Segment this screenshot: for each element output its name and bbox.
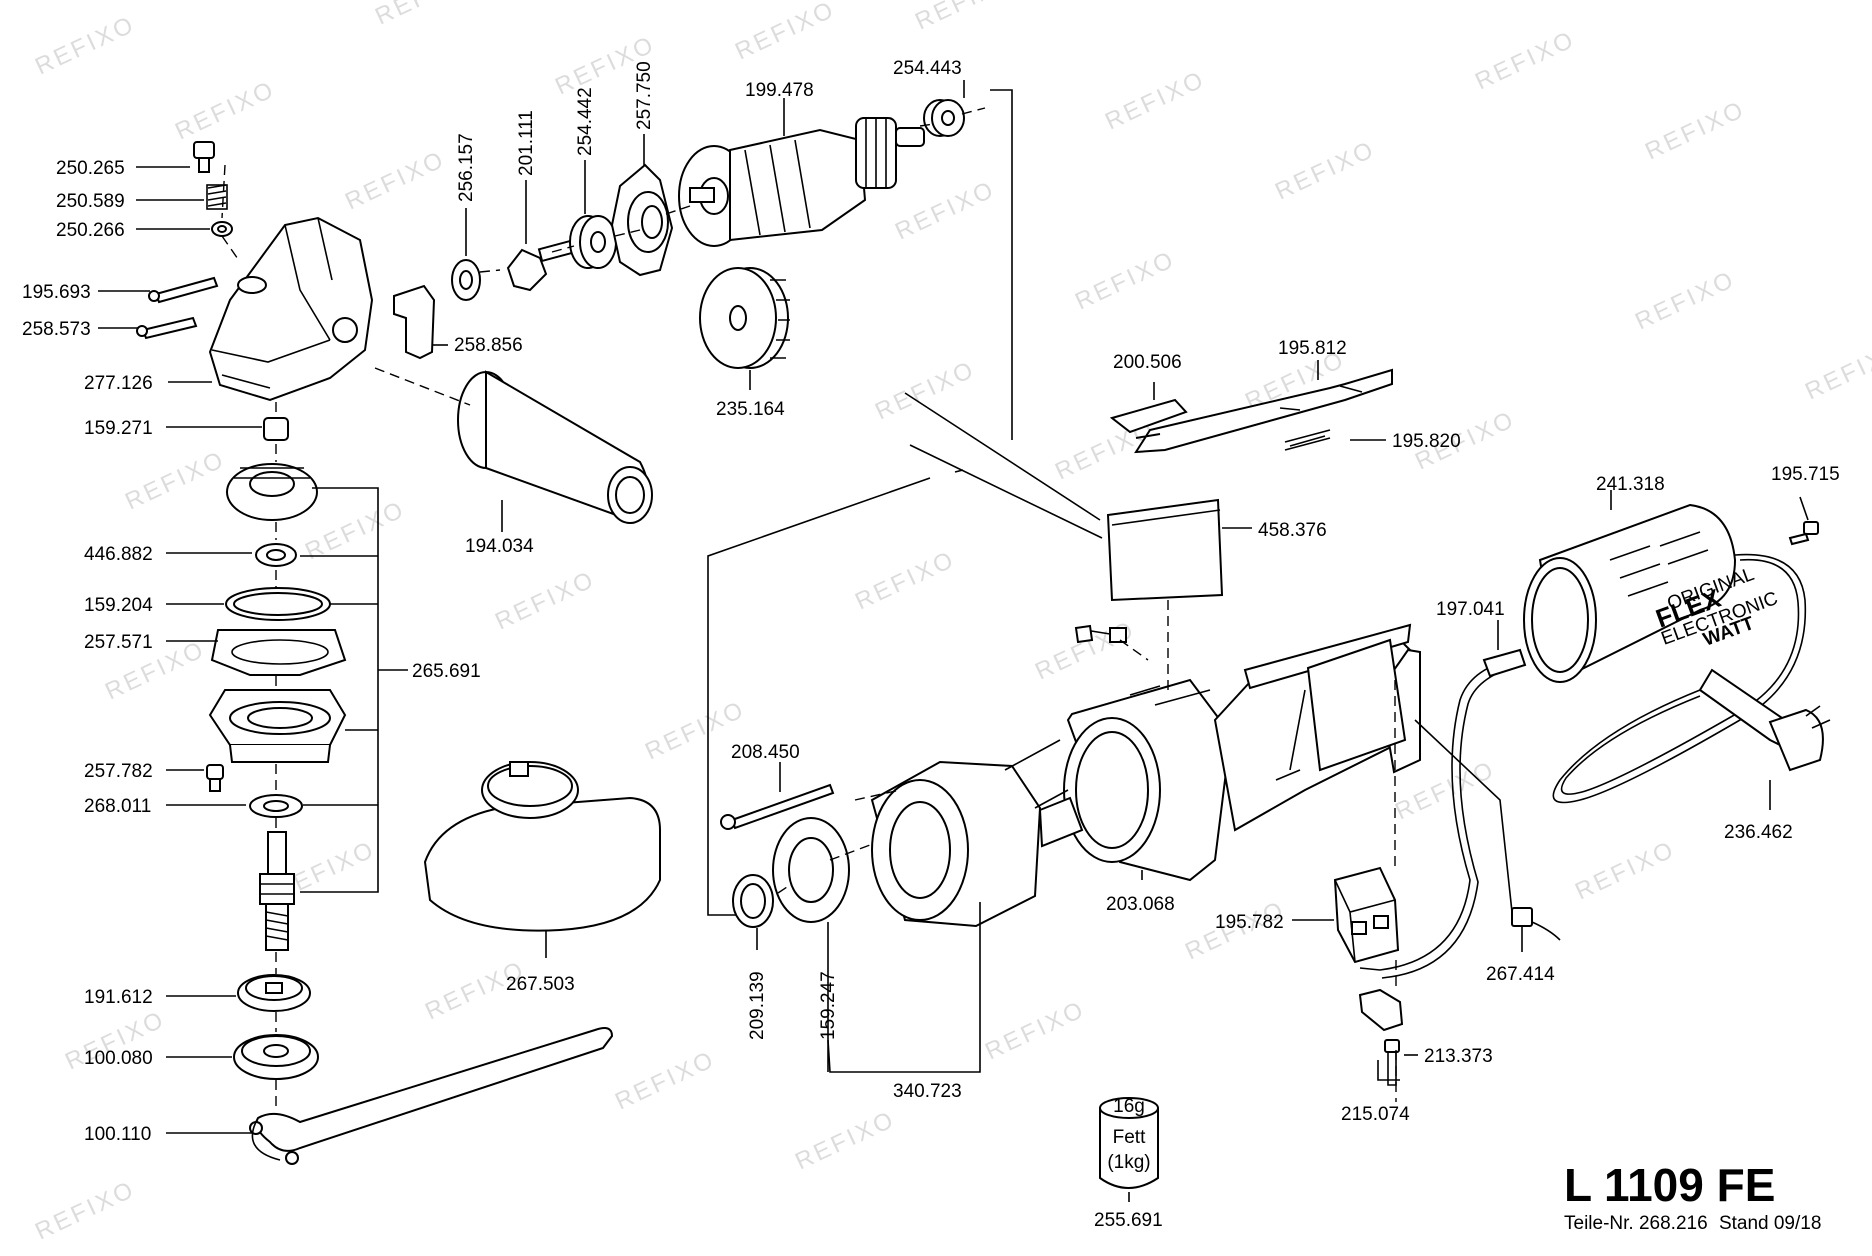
watermark: REFIXO	[891, 176, 1000, 246]
watermark: REFIXO	[871, 356, 980, 426]
watermark: REFIXO	[981, 996, 1090, 1066]
part-label: 201.111	[516, 110, 537, 176]
watermark: REFIXO	[371, 0, 480, 30]
part-label: 267.414	[1486, 964, 1555, 985]
part-label: 200.506	[1113, 352, 1182, 373]
watermark: REFIXO	[851, 546, 960, 616]
armature-assembly	[374, 89, 1013, 524]
watermark: REFIXO	[1631, 266, 1740, 336]
watermark: REFIXO	[31, 11, 140, 81]
part-label: 194.034	[465, 536, 534, 557]
part-label: 446.882	[84, 544, 153, 565]
part-label: 250.589	[56, 191, 125, 212]
part-label: 197.041	[1436, 599, 1505, 620]
watermark: REFIXO	[31, 1176, 140, 1246]
part-label: 195.782	[1215, 912, 1284, 933]
leader-lines	[98, 80, 1809, 1202]
watermark: REFIXO	[1801, 336, 1872, 406]
part-label: 267.503	[506, 974, 575, 995]
part-label: 203.068	[1106, 894, 1175, 915]
watermark: REFIXO	[791, 1106, 900, 1176]
part-labels: 250.265 250.589 250.266 195.693 258.573 …	[22, 58, 1840, 1231]
part-label: 159.271	[84, 418, 153, 439]
stand-label: Stand 09/18	[1718, 1213, 1822, 1234]
watermark: REFIXO	[301, 496, 410, 566]
part-label: 258.856	[454, 335, 523, 356]
part-label: 215.074	[1341, 1104, 1410, 1125]
watermark: REFIXO	[611, 1046, 720, 1116]
part-label: 208.450	[731, 742, 800, 763]
part-label: 340.723	[893, 1081, 962, 1102]
part-number-line: Teile-Nr. 268.216 Stand 09/18	[1564, 1213, 1827, 1235]
part-label: 209.139	[747, 971, 768, 1040]
part-label: 100.080	[84, 1048, 153, 1069]
part-label: 159.204	[84, 595, 153, 616]
part-label: 195.693	[22, 282, 91, 303]
part-label: 195.715	[1771, 464, 1840, 485]
grease-amount: (1kg)	[1107, 1152, 1150, 1173]
watermark: REFIXO	[1641, 96, 1750, 166]
part-label: 250.266	[56, 220, 125, 241]
part-label: 458.376	[1258, 520, 1327, 541]
motor-housing	[1063, 623, 1422, 882]
watermark: REFIXO	[491, 566, 600, 636]
gear-head-assembly	[136, 141, 614, 1165]
part-label: 236.462	[1724, 822, 1793, 843]
watermark: REFIXO	[1271, 136, 1380, 206]
part-label: 159.247	[818, 971, 839, 1040]
wheel-guard	[423, 761, 661, 932]
model-title: L 1109 FE	[1564, 1159, 1776, 1211]
part-label: 277.126	[84, 373, 153, 394]
grease-container: 16g Fett (1kg)	[1099, 1096, 1159, 1189]
part-label: 250.265	[56, 158, 125, 179]
part-label: 257.782	[84, 761, 153, 782]
part-label: 265.691	[412, 661, 481, 682]
watermark: REFIXO	[121, 446, 230, 516]
part-label: 195.812	[1278, 338, 1347, 359]
cable-and-cover: ORIGINAL FLEX ELECTRONIC WATT	[1359, 503, 1831, 979]
electronics-parts	[1074, 624, 1561, 1086]
grease-weight: 16g	[1113, 1096, 1145, 1117]
part-label: 257.571	[84, 632, 153, 653]
stator-assembly	[720, 739, 1084, 928]
part-label: 258.573	[22, 319, 91, 340]
part-label: 255.691	[1094, 1210, 1163, 1231]
part-label: 199.478	[745, 80, 814, 101]
watermark: REFIXO	[731, 0, 840, 65]
part-number-label: Teile-Nr. 268.216	[1564, 1213, 1708, 1234]
part-label: 195.820	[1392, 431, 1461, 452]
part-label: 213.373	[1424, 1046, 1493, 1067]
watermark: REFIXO	[341, 146, 450, 216]
watermark: REFIXO	[1101, 66, 1210, 136]
part-label: 254.443	[893, 58, 962, 79]
watermark: REFIXO	[1071, 246, 1180, 316]
part-label: 268.011	[84, 796, 151, 817]
part-label: 257.750	[634, 61, 655, 130]
switch-assembly	[707, 368, 1393, 916]
watermark: REFIXO	[1471, 26, 1580, 96]
alignment-lines	[221, 107, 1397, 1110]
part-label: 191.612	[84, 987, 153, 1008]
part-label: 100.110	[84, 1124, 151, 1145]
part-label: 241.318	[1596, 474, 1665, 495]
watermark: REFIXO	[1571, 836, 1680, 906]
part-label: 235.164	[716, 399, 785, 420]
watermark: REFIXO	[911, 0, 1020, 35]
watermark: REFIXO	[171, 76, 280, 146]
grease-name: Fett	[1113, 1127, 1146, 1148]
part-label: 256.157	[456, 133, 477, 202]
part-label: 254.442	[575, 87, 596, 156]
